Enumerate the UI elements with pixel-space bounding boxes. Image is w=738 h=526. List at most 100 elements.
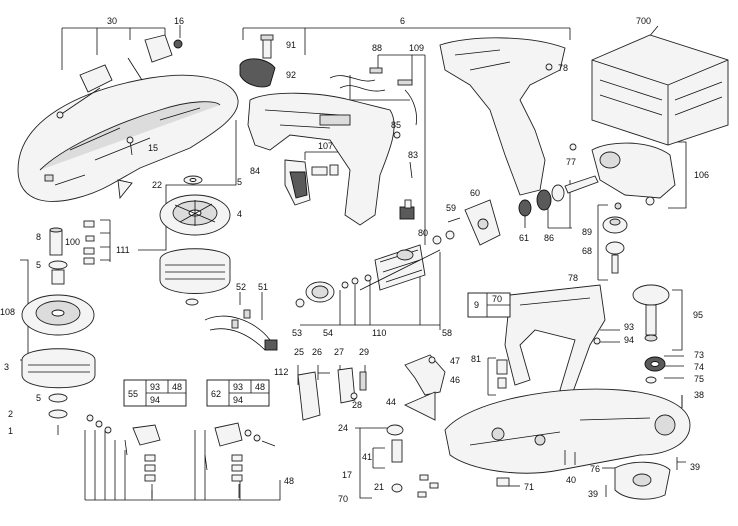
tire-upper	[159, 248, 231, 294]
kit-box-9: 9 70	[467, 292, 511, 318]
callout-58: 58	[442, 328, 452, 338]
callout-39-bottom: 39	[588, 489, 598, 499]
frame	[504, 284, 606, 401]
bearings-61-86	[518, 175, 599, 217]
callout-28: 28	[352, 400, 362, 410]
callout-38: 38	[694, 390, 704, 400]
callout-15: 15	[148, 143, 158, 153]
callout-94: 94	[624, 335, 634, 345]
part-25-26	[297, 371, 330, 421]
callout-54: 54	[323, 328, 333, 338]
screw-83	[409, 161, 413, 179]
part-81	[496, 359, 508, 389]
lower-wheel-108	[21, 294, 95, 336]
motor-bearings	[341, 230, 455, 289]
small-parts-100	[83, 220, 95, 265]
callout-108: 108	[0, 307, 15, 317]
callout-107: 107	[318, 141, 333, 151]
callout-21: 21	[374, 482, 384, 492]
kit-62-number: 62	[211, 389, 221, 399]
screws-40	[564, 450, 576, 465]
callout-16: 16	[174, 16, 184, 26]
pin-59	[447, 217, 461, 223]
shaft-41	[391, 439, 403, 463]
tire-lower	[21, 348, 96, 389]
callout-71: 71	[524, 482, 534, 492]
knob-91	[260, 34, 274, 59]
callout-6: 6	[400, 16, 405, 26]
screw-78a	[545, 63, 553, 71]
callout-40: 40	[566, 475, 576, 485]
callout-47: 47	[450, 356, 460, 366]
callout-5-left: 5	[36, 260, 41, 270]
callout-53: 53	[292, 328, 302, 338]
callout-30: 30	[107, 16, 117, 26]
kit-55-b: 48	[172, 382, 182, 392]
callout-88: 88	[372, 43, 382, 53]
callout-91: 91	[286, 40, 296, 50]
callout-4: 4	[237, 209, 242, 219]
kit-box-62: 62 93 48 94	[206, 379, 270, 407]
callout-100: 100	[65, 237, 80, 247]
callout-5-upper: 5	[237, 177, 242, 187]
callout-75: 75	[694, 374, 704, 384]
housing-half-right	[439, 37, 566, 196]
cover-76	[614, 461, 671, 500]
carry-case	[591, 34, 729, 146]
callout-60: 60	[470, 188, 480, 198]
callout-27: 27	[334, 347, 344, 357]
callout-111: 111	[116, 245, 130, 255]
kit-62-c: 94	[233, 395, 243, 405]
callout-48: 48	[284, 476, 294, 486]
callout-46: 46	[450, 375, 460, 385]
callout-5-lower: 5	[36, 393, 41, 403]
callout-78-mid: 78	[568, 273, 578, 283]
gear-housing	[591, 142, 676, 210]
callout-51: 51	[258, 282, 268, 292]
magnet-54	[305, 281, 335, 303]
screw-long	[56, 87, 101, 119]
callout-106: 106	[694, 170, 709, 180]
callout-112: 112	[274, 367, 288, 377]
callout-22: 22	[152, 180, 162, 190]
callout-78-top: 78	[558, 63, 568, 73]
cap-92	[239, 58, 276, 88]
upper-wheel	[159, 194, 231, 236]
kit-9-sub: 70	[492, 294, 502, 304]
clip-71	[496, 477, 510, 487]
callout-39-right: 39	[690, 462, 700, 472]
callout-59: 59	[446, 203, 456, 213]
small-screw-85	[393, 131, 401, 139]
gear-89	[602, 216, 628, 234]
bracket-60	[464, 199, 501, 246]
callout-93: 93	[624, 322, 634, 332]
callout-44: 44	[386, 397, 396, 407]
housing-half-left	[247, 92, 395, 226]
callout-86: 86	[544, 233, 554, 243]
kit-62-b: 48	[255, 382, 265, 392]
washer-left	[48, 260, 68, 270]
trigger-84	[284, 159, 311, 206]
callout-83: 83	[408, 150, 418, 160]
kit-9-number: 9	[474, 300, 479, 310]
callout-89: 89	[582, 227, 592, 237]
kit-box-55: 55 93 48 94	[123, 379, 187, 407]
screw-77	[569, 143, 577, 151]
callout-25: 25	[294, 347, 304, 357]
callout-109: 109	[409, 43, 424, 53]
small-parts-70	[417, 474, 439, 498]
callout-80: 80	[418, 228, 428, 238]
kit-55-c: 94	[150, 395, 160, 405]
callout-8: 8	[36, 232, 41, 242]
callout-85: 85	[391, 120, 401, 130]
part-27-29	[337, 367, 367, 404]
shaft-8	[49, 227, 63, 256]
callout-3: 3	[4, 362, 9, 372]
callout-52: 52	[236, 282, 246, 292]
kit-55-parts	[86, 414, 161, 498]
screw-47	[428, 356, 436, 364]
kit-55-number: 55	[128, 389, 138, 399]
kit-55-a: 93	[150, 382, 160, 392]
